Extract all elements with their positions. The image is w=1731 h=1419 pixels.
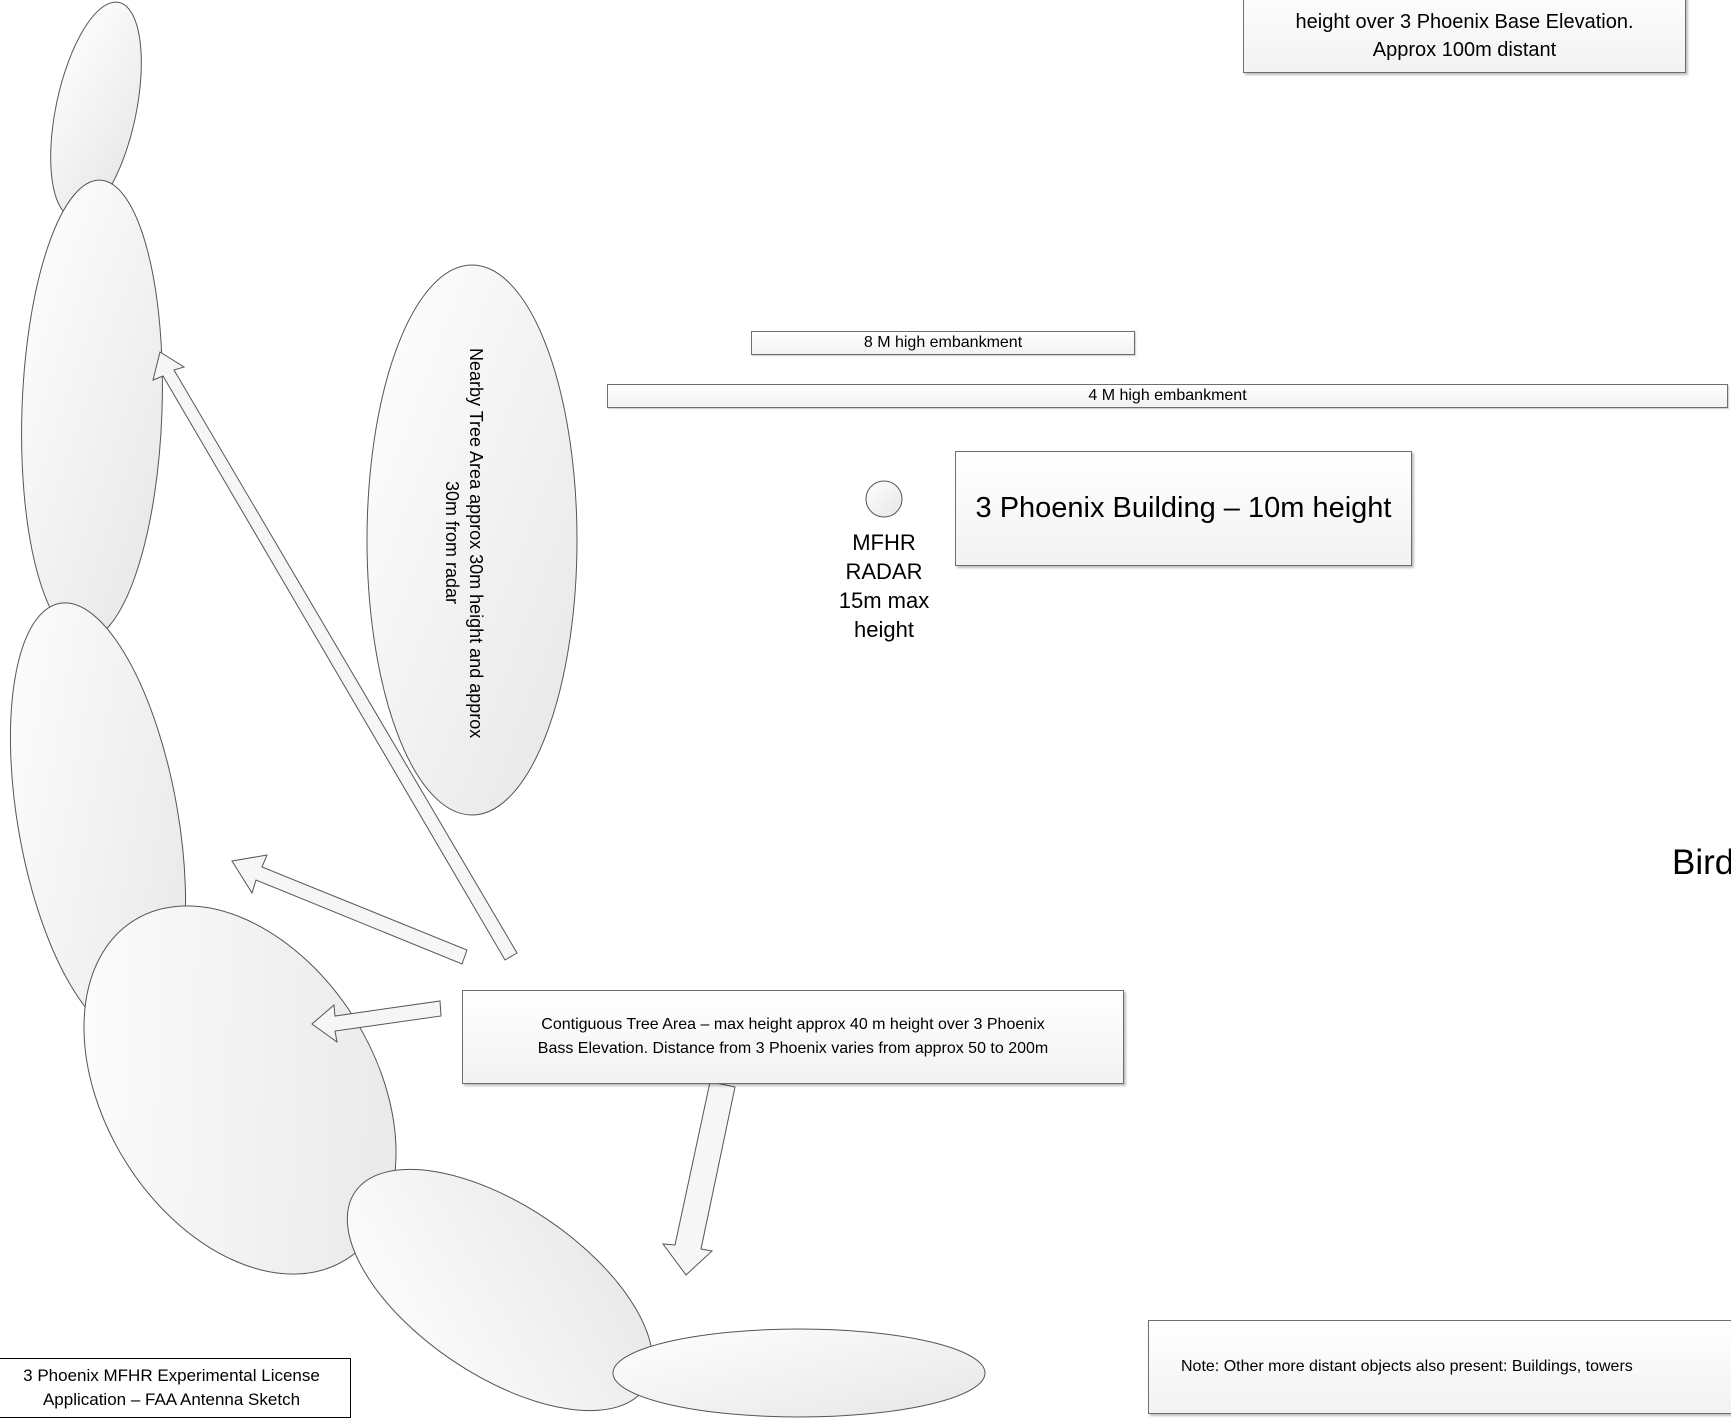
embankment-8m-box: 8 M high embankment bbox=[751, 331, 1135, 355]
sketch-title-line-1: 3 Phoenix MFHR Experimental License bbox=[23, 1366, 320, 1385]
sketch-title-line-2: Application – FAA Antenna Sketch bbox=[42, 1390, 301, 1409]
arrow-to-tree-area-lower bbox=[311, 1000, 442, 1044]
contiguous-tree-area-box: Contiguous Tree Area – max height approx… bbox=[462, 990, 1124, 1084]
distant-objects-note-text: Note: Other more distant objects also pr… bbox=[1181, 1358, 1633, 1375]
tree-area-ellipse-2 bbox=[21, 179, 163, 641]
radar-label-line-4: height bbox=[854, 617, 914, 642]
radar-label-line-1: MFHR bbox=[852, 530, 916, 555]
embankment-4m-label: 4 M high embankment bbox=[1088, 387, 1247, 404]
nearby-tree-area-line-2: 30m from radar bbox=[442, 481, 462, 605]
nearby-tree-area-label: Nearby Tree Area approx 30m height and a… bbox=[440, 328, 488, 758]
embankment-8m-label: 8 M high embankment bbox=[863, 334, 1023, 351]
contiguous-tree-area-line-2: Bass Elevation. Distance from 3 Phoenix … bbox=[537, 1040, 1049, 1057]
distant-object-note-line-2: Approx 100m distant bbox=[1372, 38, 1557, 61]
right-edge-text-value: Bird bbox=[1672, 843, 1731, 882]
radar-label-line-3: 15m max bbox=[838, 588, 930, 613]
radar-location-marker bbox=[865, 480, 903, 518]
arrow-to-tree-area-bottom bbox=[661, 1081, 736, 1276]
arrow-to-tree-area-middle bbox=[231, 854, 468, 965]
distant-objects-note-box: Note: Other more distant objects also pr… bbox=[1148, 1320, 1731, 1414]
distant-object-note-box: height over 3 Phoenix Base Elevation. Ap… bbox=[1243, 0, 1686, 73]
embankment-4m-box: 4 M high embankment bbox=[607, 384, 1728, 408]
sketch-title-box: 3 Phoenix MFHR Experimental License Appl… bbox=[0, 1358, 351, 1418]
arrow-to-tree-area-upper bbox=[152, 351, 518, 961]
nearby-tree-area-line-1: Nearby Tree Area approx 30m height and a… bbox=[466, 347, 486, 739]
radar-label: MFHR RADAR 15m max height bbox=[824, 528, 944, 644]
tree-area-ellipse-6 bbox=[612, 1328, 986, 1418]
contiguous-tree-area-line-1: Contiguous Tree Area – max height approx… bbox=[541, 1016, 1045, 1033]
phoenix-building-box: 3 Phoenix Building – 10m height bbox=[955, 451, 1412, 566]
nearby-tree-area-ellipse bbox=[366, 264, 578, 816]
phoenix-building-label: 3 Phoenix Building – 10m height bbox=[975, 492, 1392, 524]
radar-label-line-2: RADAR bbox=[845, 559, 923, 584]
right-edge-text: Bird bbox=[1672, 843, 1731, 883]
distant-object-note-line-1: height over 3 Phoenix Base Elevation. bbox=[1295, 10, 1634, 33]
